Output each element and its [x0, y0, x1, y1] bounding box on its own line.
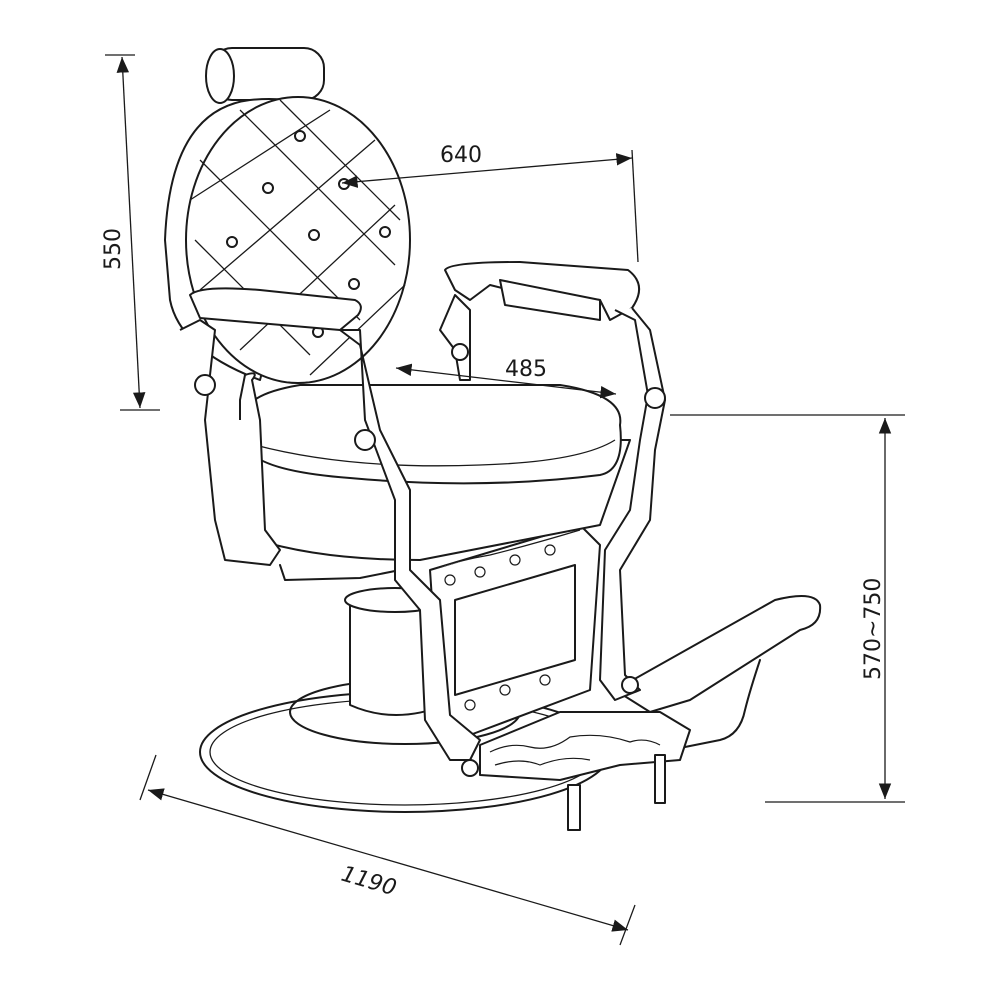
dimension-label-1190: 1190 — [338, 862, 399, 901]
dimension-seat-width: 485 — [395, 357, 617, 399]
dimension-backrest-height: 550 — [101, 54, 160, 411]
left-armrest — [179, 287, 481, 777]
dimension-label-570-750: 570~750 — [861, 578, 886, 680]
dimension-seat-height: 570~750 — [670, 414, 905, 803]
dimension-label-640: 640 — [440, 143, 482, 168]
right-armrest — [439, 261, 666, 701]
dimension-label-550: 550 — [101, 228, 126, 270]
dimension-label-485: 485 — [505, 357, 547, 382]
headrest — [205, 47, 325, 104]
seat-cushion — [243, 384, 622, 485]
dimension-arm-width: 640 — [341, 143, 639, 263]
